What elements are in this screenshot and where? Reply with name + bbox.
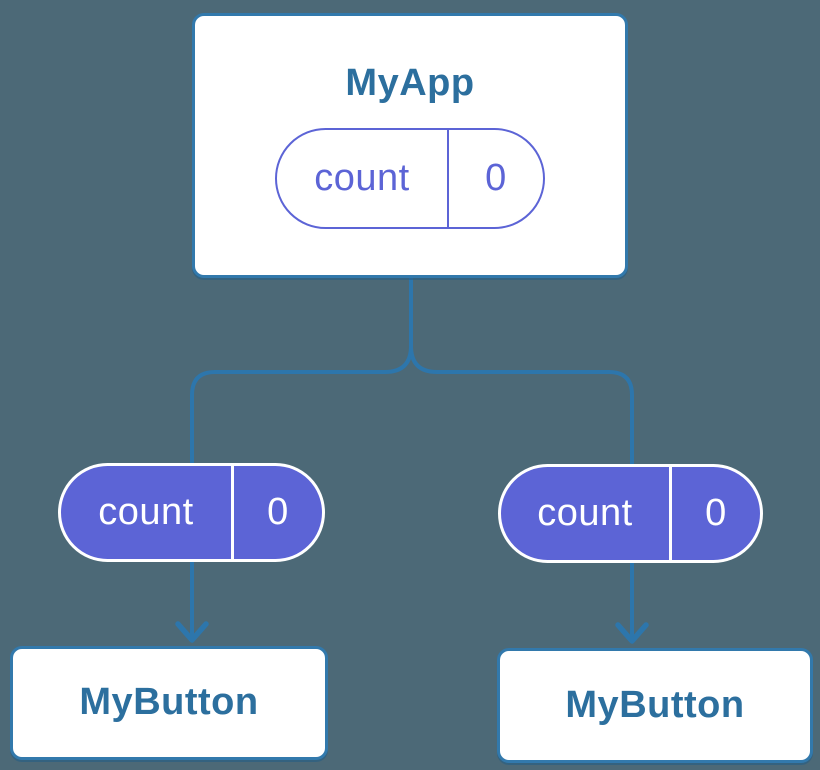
state-pill-myapp: count 0 (275, 127, 545, 229)
node-mybutton-left: MyButton (10, 646, 328, 760)
arrowhead-left-icon (175, 621, 209, 643)
prop-pill-right-value: 0 (705, 492, 727, 534)
node-mybutton-right-title: MyButton (565, 683, 745, 726)
connector-branch-right (409, 277, 634, 638)
prop-pill-left-value: 0 (267, 491, 289, 533)
arrowhead-right-icon (615, 622, 649, 644)
node-mybutton-left-title: MyButton (79, 681, 259, 724)
node-myapp: MyApp count 0 (192, 13, 628, 278)
state-pill-name: count (277, 129, 449, 227)
node-mybutton-right: MyButton (497, 648, 813, 763)
prop-pill-right-name: count (501, 467, 672, 560)
node-myapp-title: MyApp (345, 62, 475, 105)
connector-branch-left (190, 277, 413, 637)
state-pill-value: 0 (485, 156, 507, 199)
prop-pill-left: count 0 (58, 463, 325, 562)
prop-pill-right: count 0 (498, 464, 763, 563)
prop-pill-left-name: count (61, 466, 234, 559)
